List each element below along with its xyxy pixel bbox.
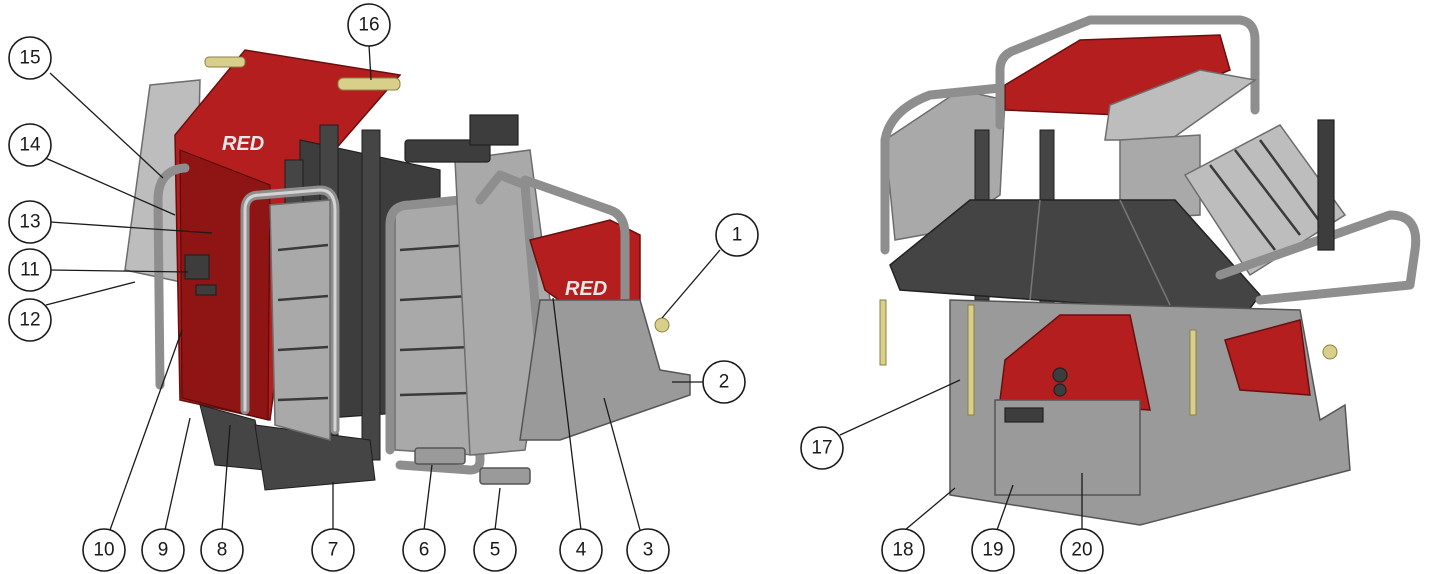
svg-text:4: 4 (576, 540, 587, 561)
right-arm-frame (1215, 210, 1421, 305)
svg-text:18: 18 (892, 540, 913, 561)
svg-text:12: 12 (19, 310, 40, 331)
foot-right (479, 467, 531, 485)
lower-red-unit (999, 314, 1151, 411)
control-switch (195, 284, 217, 296)
left-assembly-view: RED RED (124, 49, 691, 491)
port-1 (1052, 367, 1068, 383)
callout-14: 14 (8, 123, 52, 167)
svg-text:11: 11 (20, 260, 40, 281)
back-wall-frame (880, 83, 1005, 255)
callout-1: 1 (715, 213, 759, 257)
svg-text:16: 16 (358, 15, 379, 36)
callout-8: 8 (200, 528, 244, 572)
svg-text:15: 15 (19, 48, 40, 69)
right-assembly-view (879, 15, 1421, 526)
right-post (1317, 119, 1335, 251)
right-top-frame (520, 175, 630, 325)
callout-13: 13 (8, 200, 52, 244)
strap-loop-2 (254, 424, 376, 491)
strap-3 (361, 129, 381, 461)
callout-3: 3 (626, 528, 670, 572)
svg-text:20: 20 (1071, 540, 1092, 561)
svg-text:10: 10 (93, 540, 114, 561)
svg-text:1: 1 (732, 225, 743, 246)
foot-left (414, 447, 466, 465)
callout-6: 6 (402, 528, 446, 572)
top-roller (337, 77, 401, 91)
lower-red-right (1224, 319, 1311, 396)
spindle (204, 56, 246, 68)
leader-lines (42, 44, 1083, 531)
slatted-panel-left (269, 199, 331, 441)
vent-grille (1004, 407, 1044, 423)
right-base (519, 299, 691, 441)
callout-7: 7 (311, 528, 355, 572)
callout-2: 2 (702, 360, 746, 404)
callout-17: 17 (800, 426, 844, 470)
callout-10: 10 (82, 528, 126, 572)
svg-text:9: 9 (158, 540, 169, 561)
svg-text:17: 17 (811, 438, 832, 459)
port-2 (1053, 383, 1067, 397)
callout-9: 9 (141, 528, 185, 572)
clamp-post-right (1189, 329, 1197, 416)
callout-18: 18 (881, 528, 925, 572)
callout-11: 11 (8, 248, 52, 292)
control-panel (184, 254, 210, 280)
clamp-post-mid (967, 304, 975, 416)
brand-logo-right: RED (565, 278, 607, 300)
svg-text:6: 6 (419, 540, 430, 561)
top-bracket (404, 139, 491, 163)
top-post (469, 114, 519, 146)
svg-text:19: 19 (982, 540, 1003, 561)
svg-text:2: 2 (719, 372, 730, 393)
callout-12: 12 (8, 298, 52, 342)
svg-text:7: 7 (328, 540, 339, 561)
main-deck (889, 199, 1261, 316)
upper-red-unit (1004, 34, 1231, 116)
rear-frame (153, 163, 190, 390)
callout-20: 20 (1060, 528, 1104, 572)
svg-text:13: 13 (19, 212, 40, 233)
callout-5: 5 (473, 528, 517, 572)
svg-text:3: 3 (643, 540, 654, 561)
side-frame (475, 170, 550, 425)
adjust-knob (654, 317, 670, 333)
clamp-post-left (879, 299, 887, 366)
housing-side (179, 149, 271, 421)
svg-text:5: 5 (490, 540, 501, 561)
side-knob (1322, 344, 1338, 360)
svg-text:8: 8 (217, 540, 228, 561)
svg-text:14: 14 (19, 135, 41, 156)
callout-16: 16 (347, 3, 391, 47)
upper-tray (1104, 69, 1257, 141)
callout-19: 19 (971, 528, 1015, 572)
right-slatted-arm (1183, 124, 1347, 277)
upper-rack (995, 15, 1260, 130)
brand-logo-left: RED (222, 133, 264, 155)
callout-4: 4 (559, 528, 603, 572)
center-back-panel (1119, 134, 1201, 221)
callout-15: 15 (8, 36, 52, 80)
